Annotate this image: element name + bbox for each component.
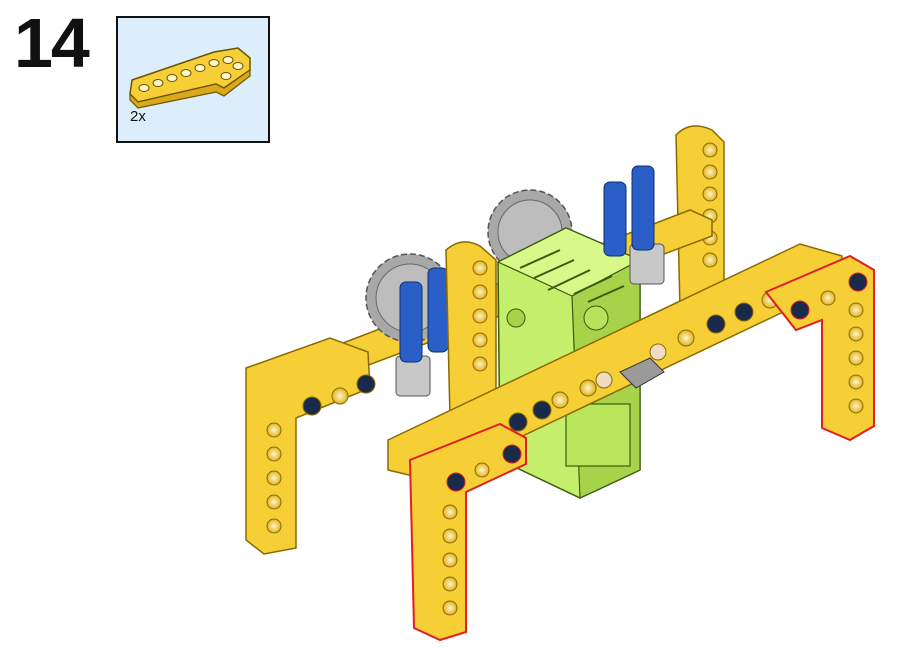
new-front-left-l-beam (408, 422, 527, 642)
axle (619, 357, 665, 389)
parts-callout: 2x (116, 16, 270, 143)
l-beam-part-icon (129, 47, 251, 109)
part-quantity: 2x (130, 108, 146, 125)
right-blue-pins (603, 165, 665, 285)
step-number: 14 (14, 4, 90, 82)
left-l-beam (245, 337, 376, 555)
middle-vertical-beam (445, 241, 497, 420)
front-horizontal-beam (387, 243, 843, 481)
new-front-right-l-beam (764, 254, 875, 442)
left-blue-pins (395, 267, 449, 397)
